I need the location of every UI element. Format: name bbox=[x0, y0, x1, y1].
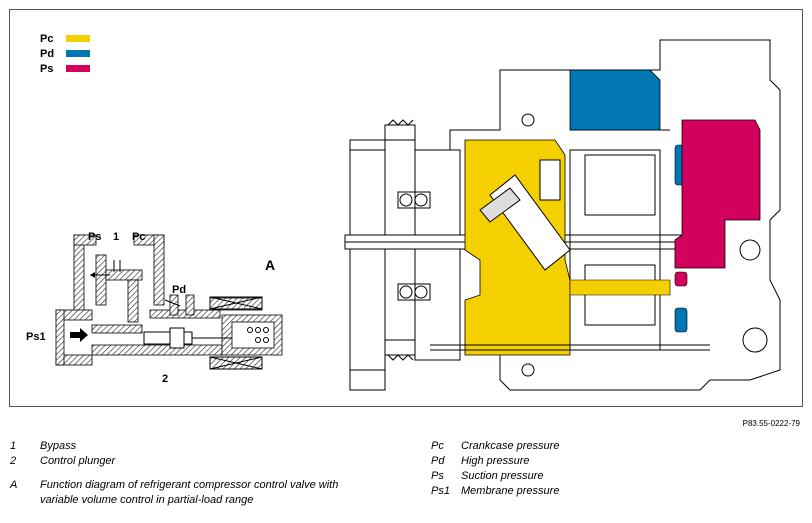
caption-text: Crankcase pressure bbox=[461, 440, 560, 452]
caption-item: A Function diagram of refrigerant compre… bbox=[10, 478, 400, 508]
caption-item: Pd High pressure bbox=[431, 454, 731, 469]
caption-text: Suction pressure bbox=[461, 470, 544, 482]
legend-swatch-pc bbox=[66, 35, 90, 42]
legend-swatch-pd bbox=[66, 50, 90, 57]
label-a: A bbox=[265, 257, 276, 273]
caption-key: A bbox=[10, 479, 18, 491]
figure-reference: P83.55-0222-79 bbox=[742, 419, 800, 428]
caption-text: Bypass bbox=[40, 440, 77, 452]
caption-text: Function diagram of refrigerant compress… bbox=[40, 479, 339, 506]
caption-text: Membrane pressure bbox=[461, 485, 560, 497]
caption-key: Ps1 bbox=[431, 485, 450, 497]
legend-key: Pc bbox=[40, 32, 54, 45]
valve-body bbox=[55, 234, 283, 370]
legend-item-pd: Pd bbox=[40, 46, 90, 61]
caption-key: Pd bbox=[431, 455, 445, 467]
label-1: 1 bbox=[113, 231, 120, 243]
caption-right: Pc Crankcase pressure Pd High pressure P… bbox=[431, 439, 731, 499]
legend-item-pc: Pc bbox=[40, 31, 90, 46]
caption-key: 2 bbox=[10, 455, 17, 467]
label-ps1: Ps1 bbox=[26, 331, 46, 343]
label-pc: Pc bbox=[132, 231, 146, 243]
caption-item: 1 Bypass bbox=[10, 439, 400, 454]
diagram-figure: Pc Pd Ps bbox=[9, 9, 803, 407]
caption-key: Ps bbox=[431, 470, 444, 482]
caption-left: 1 Bypass 2 Control plunger A Function di… bbox=[10, 439, 400, 508]
legend-item-ps: Ps bbox=[40, 61, 90, 76]
caption-item: Pc Crankcase pressure bbox=[431, 439, 731, 454]
control-valve-schematic bbox=[55, 234, 283, 370]
caption-item: 2 Control plunger bbox=[10, 454, 400, 469]
label-pd: Pd bbox=[172, 284, 187, 296]
legend-key: Pd bbox=[40, 47, 55, 60]
label-2: 2 bbox=[162, 373, 169, 385]
caption-text: Control plunger bbox=[40, 455, 116, 467]
caption-key: 1 bbox=[10, 440, 17, 452]
caption-item: Ps1 Membrane pressure bbox=[431, 484, 731, 499]
caption-item: Ps Suction pressure bbox=[431, 469, 731, 484]
pressure-legend: Pc Pd Ps bbox=[40, 31, 90, 76]
legend-key: Ps bbox=[40, 62, 54, 75]
compressor-cross-section bbox=[344, 39, 781, 391]
label-ps: Ps bbox=[88, 231, 102, 243]
legend-swatch-ps bbox=[66, 65, 90, 72]
caption-text: High pressure bbox=[461, 455, 530, 467]
caption-key: Pc bbox=[431, 440, 444, 452]
